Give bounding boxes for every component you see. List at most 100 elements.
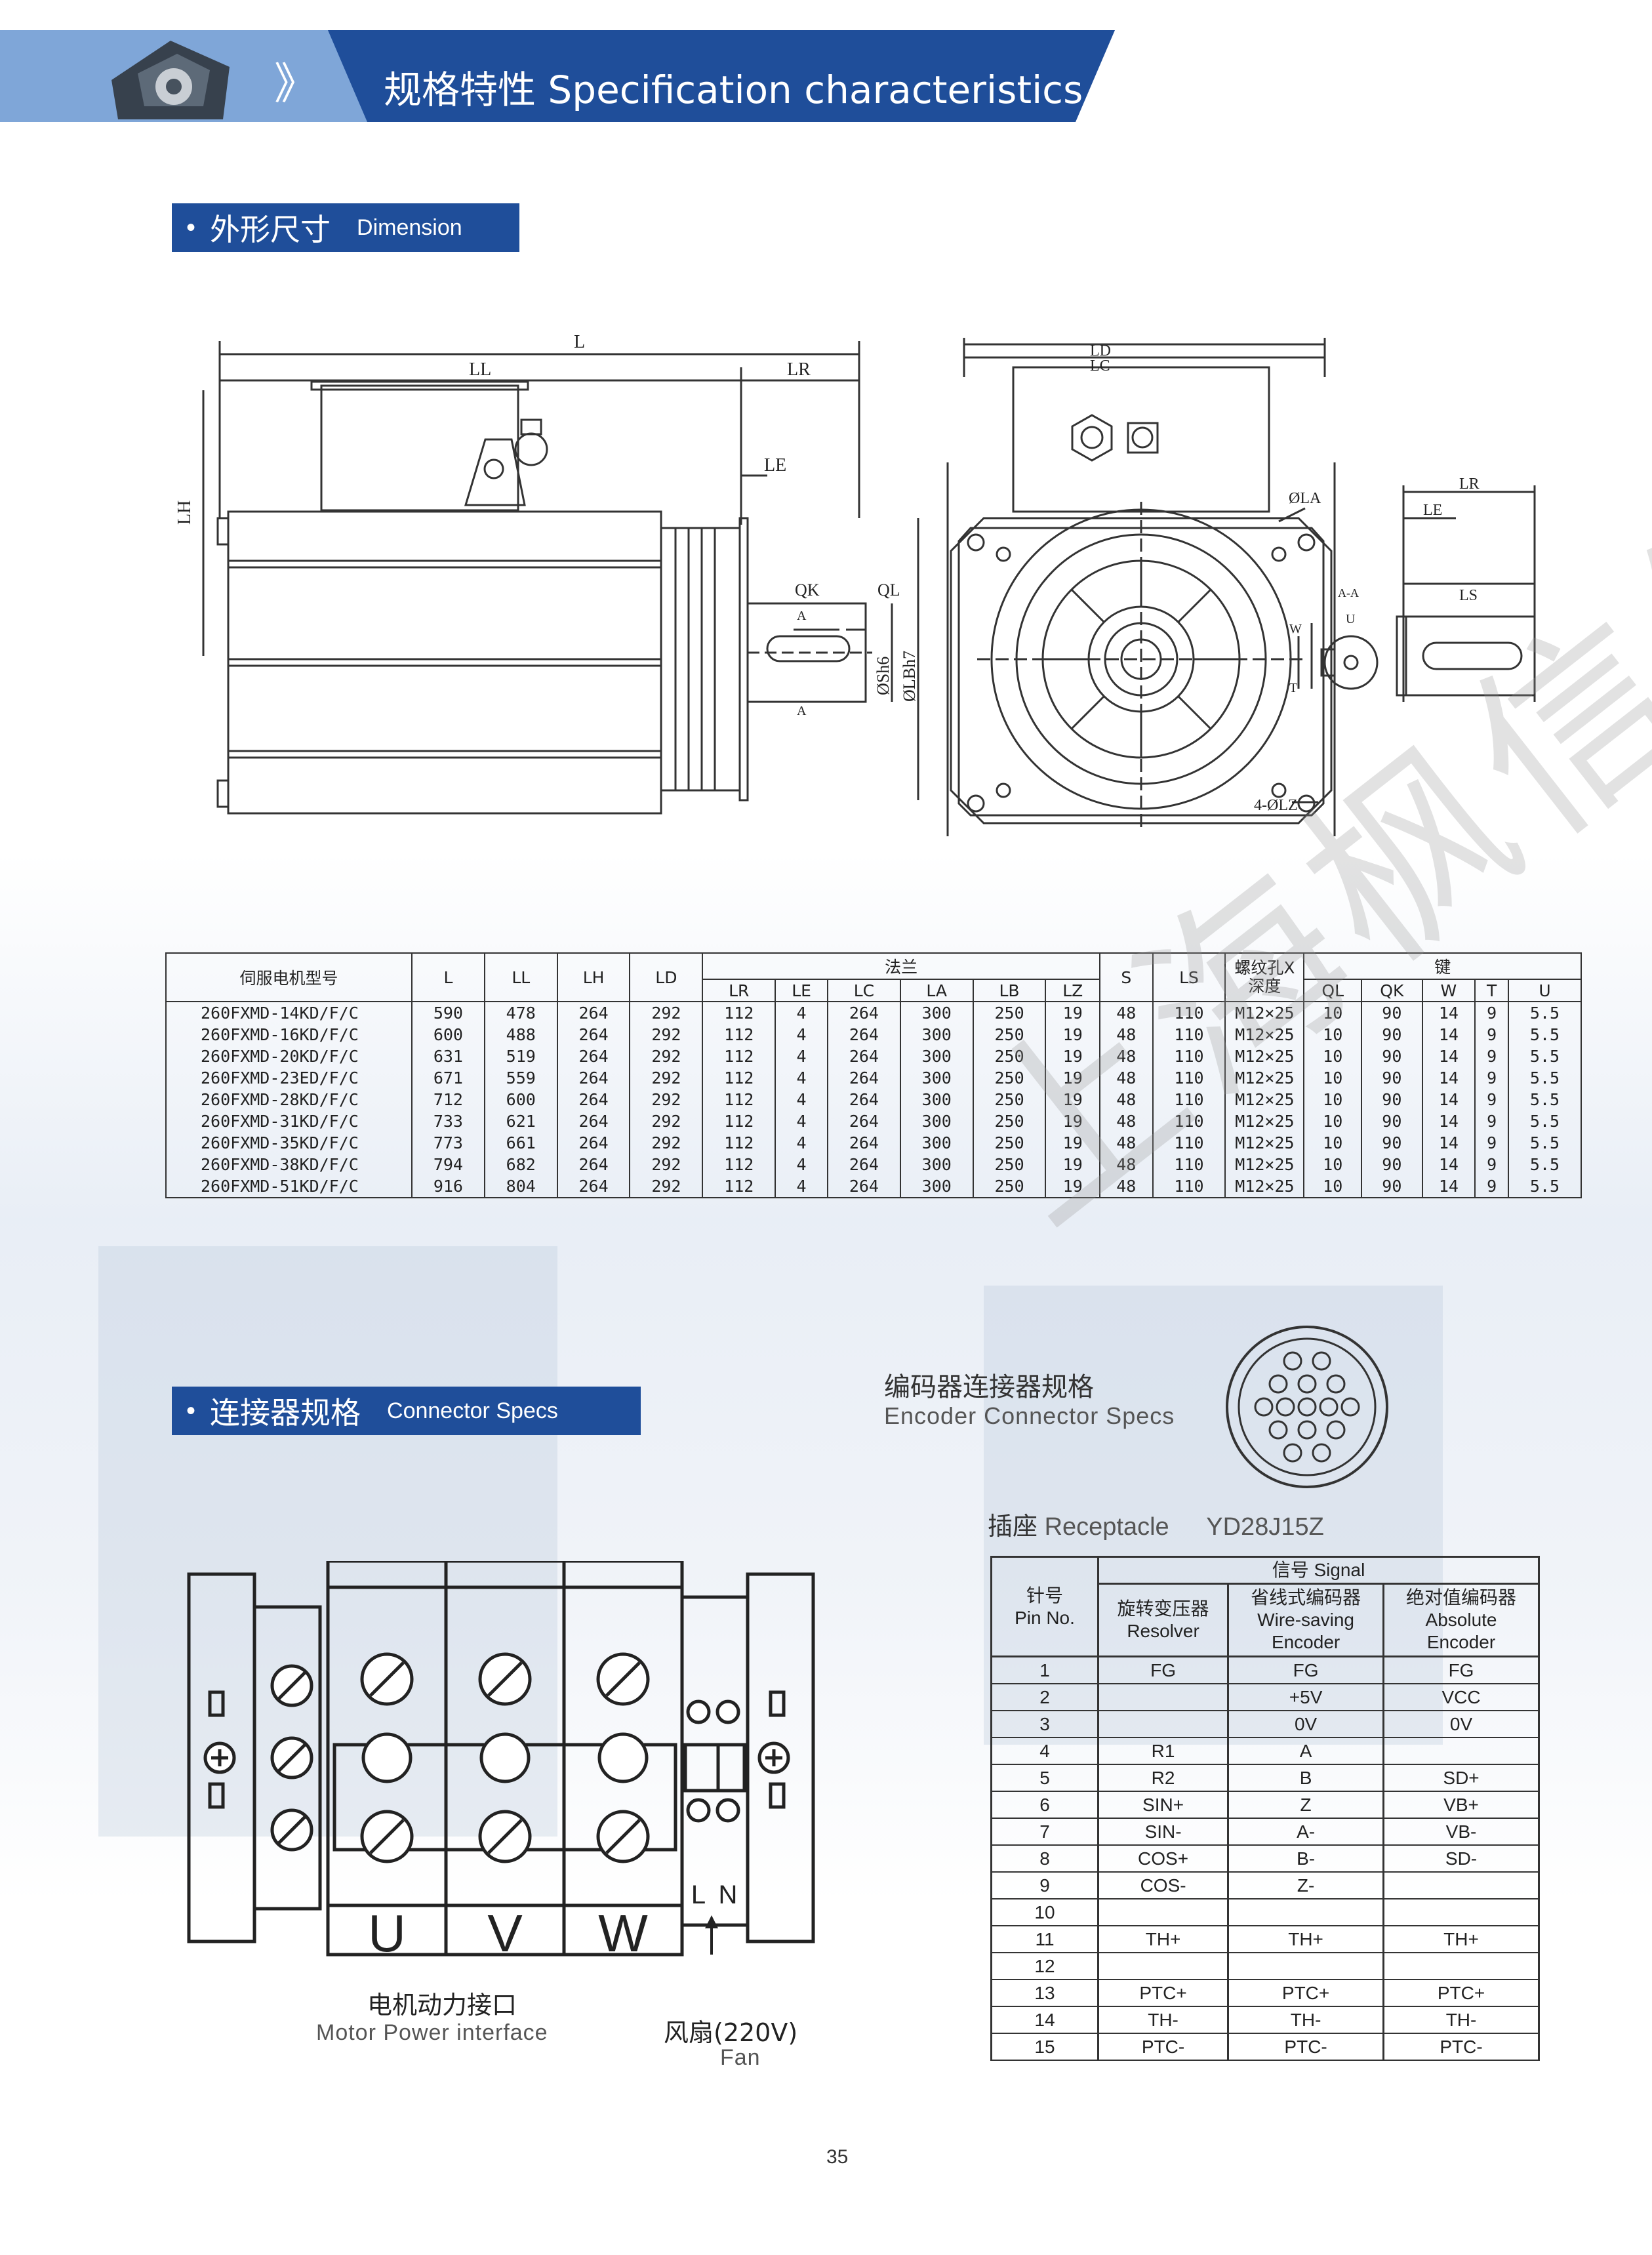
spec-cell: M12×25 [1224,1024,1305,1046]
terminal-label-W: W [598,1904,648,1962]
col-header-key: 键 [1303,952,1582,980]
spec-cell: 90 [1361,1089,1423,1110]
signal-cell: COS+ [1097,1844,1230,1873]
receptacle-en: Receptacle [1044,1513,1169,1541]
spec-cell: 519 [483,1046,558,1067]
col-header-thread: 螺纹孔X深度 [1224,952,1305,1002]
page-title: 规格特性 Specification characteristics [384,68,1083,112]
spec-cell: 10 [1303,1089,1363,1110]
pin-number-cell: 9 [990,1871,1099,1899]
spec-cell: 48 [1098,1175,1154,1198]
spec-cell: 300 [899,1067,974,1089]
spec-cell: 250 [972,1154,1047,1175]
section-label-dimension: • 外形尺寸 Dimension [172,203,519,252]
signal-cell: PTC+ [1382,1979,1540,2007]
terminal-label-V: V [487,1904,523,1962]
spec-cell: 4 [775,1154,828,1175]
section-mark-a-bottom: A [797,704,807,718]
signal-cell: VB- [1382,1818,1540,1846]
dim-label-U: U [1346,612,1356,626]
header-banner: 》 规格特性 Specification characteristics [0,30,1115,122]
bullet-icon: • [186,213,196,242]
spec-cell: 9 [1474,1046,1510,1067]
terminal-block-drawing: U V W L N [187,1561,815,1962]
spec-cell: 478 [483,1002,558,1024]
motor-front-view-drawing: LD LC ØLA 4-ØLZ [946,338,1336,836]
dim-label-LD: LD [1090,342,1111,359]
signal-cell: 0V [1227,1710,1385,1738]
spec-cell: 264 [556,1024,631,1046]
motor-power-caption-en: Motor Power interface [316,2020,548,2045]
spec-cell: M12×25 [1224,1110,1305,1132]
signal-cell: TH- [1097,2006,1230,2034]
signal-cell: SIN- [1097,1818,1230,1846]
spec-cell: 264 [556,1002,631,1024]
signal-cell [1227,1898,1385,1926]
spec-cell: 264 [826,1024,901,1046]
spec-cell: 10 [1303,1110,1363,1132]
spec-cell: 712 [411,1089,485,1110]
model-cell: 260FXMD-35KD/F/C [165,1132,413,1154]
spec-cell: 4 [775,1002,828,1024]
resolver-header-en: Resolver [1127,1621,1199,1641]
spec-cell: 14 [1421,1175,1476,1198]
signal-cell: PTC+ [1097,1979,1230,2007]
dim-label-LA: ØLA [1289,490,1321,507]
spec-cell: 4 [775,1110,828,1132]
signal-cell: A- [1227,1818,1385,1846]
signal-cell [1382,1952,1540,1980]
wire-saving-header-en1: Wire-saving [1257,1610,1354,1630]
spec-cell: 4 [775,1046,828,1067]
fan-caption-zh: 风扇(220V) [664,2018,798,2047]
spec-cell: M12×25 [1224,1067,1305,1089]
motor-photo-icon [111,41,230,119]
spec-cell: M12×25 [1224,1132,1305,1154]
pin-no-header: 针号 Pin No. [990,1556,1099,1657]
dim-label-LR: LR [787,359,811,380]
col-header-LS: LS [1152,952,1226,1002]
spec-cell: 110 [1152,1110,1226,1132]
spec-cell: 292 [629,1154,704,1175]
spec-cell: 264 [826,1154,901,1175]
absolute-header-en2: Encoder [1426,1632,1496,1652]
col-header-flange-LE: LE [775,979,828,1002]
spec-cell: 90 [1361,1132,1423,1154]
spec-cell: 250 [972,1110,1047,1132]
pin-number-cell: 7 [990,1818,1099,1846]
spec-cell: 5.5 [1508,1132,1582,1154]
spec-cell: 621 [483,1110,558,1132]
col-header-model: 伺服电机型号 [165,952,413,1002]
signal-cell: B- [1227,1844,1385,1873]
receptacle-model: YD28J15Z [1206,1513,1324,1541]
spec-cell: 5.5 [1508,1110,1582,1132]
spec-cell: 10 [1303,1175,1363,1198]
spec-cell: 264 [556,1132,631,1154]
model-cell: 260FXMD-38KD/F/C [165,1154,413,1175]
spec-cell: 48 [1098,1002,1154,1024]
wire-saving-header: 省线式编码器 Wire-saving Encoder [1227,1583,1385,1657]
spec-cell: 300 [899,1132,974,1154]
spec-cell: 19 [1045,1110,1100,1132]
spec-cell: 14 [1421,1132,1476,1154]
signal-cell: R1 [1097,1737,1230,1765]
spec-cell: 112 [702,1154,776,1175]
spec-cell: 112 [702,1175,776,1198]
model-cell: 260FXMD-20KD/F/C [165,1046,413,1067]
pin-number-cell: 4 [990,1737,1099,1765]
spec-cell: 9 [1474,1089,1510,1110]
spec-cell: 250 [972,1002,1047,1024]
signal-cell: TH+ [1382,1925,1540,1953]
signal-cell [1382,1898,1540,1926]
dim-label-LC: LC [1090,357,1110,375]
dim-label-QL: QL [877,580,900,599]
spec-cell: 9 [1474,1067,1510,1089]
shaft-key-detail-drawing: LR LE LS A-A W U T [1289,476,1536,702]
spec-cell: 90 [1361,1024,1423,1046]
spec-cell: 300 [899,1089,974,1110]
